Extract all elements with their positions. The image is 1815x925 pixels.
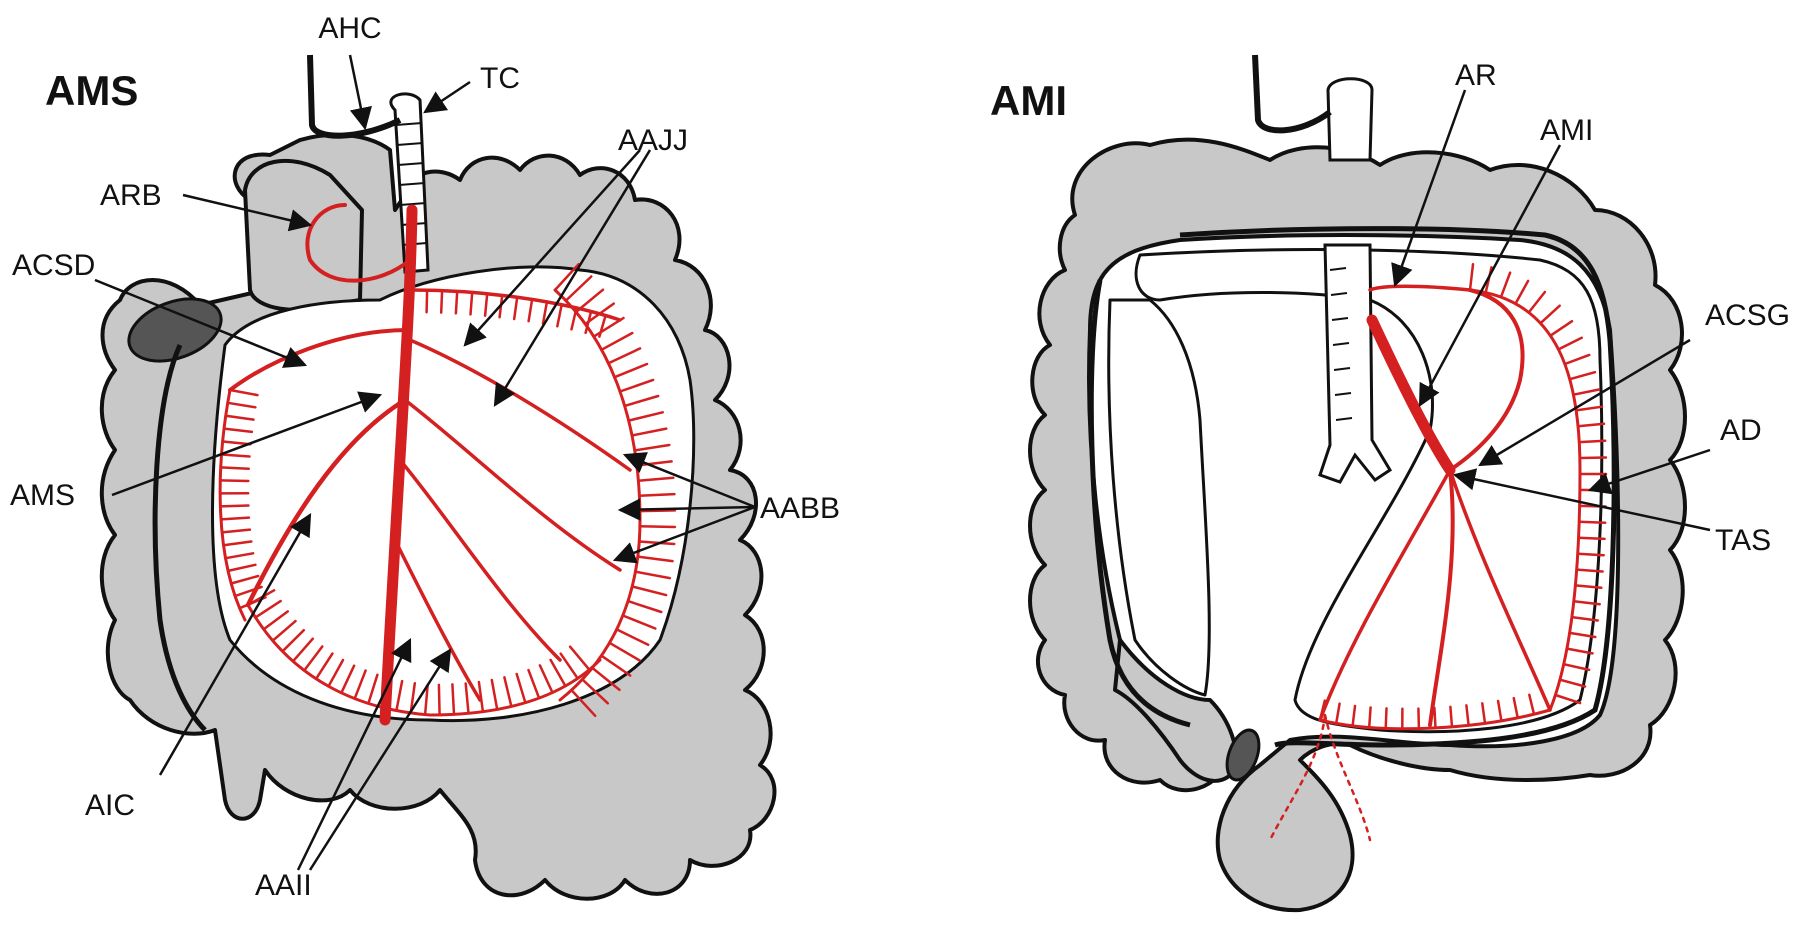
vasa-recta: [1578, 554, 1604, 556]
vasa-recta: [640, 526, 675, 527]
label-aabb: AABB: [760, 492, 840, 525]
label-aajj: AAJJ: [618, 124, 688, 157]
label-acsd: ACSD: [12, 249, 95, 282]
label-tc: TC: [480, 62, 520, 95]
vasa-recta: [471, 292, 473, 314]
vasa-recta: [639, 494, 674, 496]
label-aic: AIC: [85, 789, 135, 822]
vasa-recta: [1418, 709, 1419, 729]
label-acsg: ACSG: [1705, 299, 1790, 332]
vasa-recta: [221, 467, 249, 468]
ams-panel: AMS AHC TC ARB ACSD AAJJ AMS AABB AIC AA…: [10, 12, 840, 902]
ami-title: AMI: [990, 77, 1067, 124]
label-aaii: AAII: [255, 869, 312, 902]
ams-title: AMS: [45, 67, 138, 114]
pointer-tc: [425, 82, 470, 112]
vasa-recta: [456, 291, 457, 313]
vasa-recta: [439, 685, 440, 715]
label-ams: AMS: [10, 479, 75, 512]
right-mesentery: [1109, 300, 1210, 695]
vasa-recta: [1434, 708, 1435, 728]
ami-aorta-top: [1328, 79, 1372, 160]
pointer-ahc: [350, 55, 365, 128]
vasa-recta: [1579, 441, 1605, 442]
vasa-recta: [452, 684, 454, 714]
vasa-recta: [1579, 522, 1605, 523]
label-tas: TAS: [1715, 524, 1771, 557]
vasa-recta: [220, 506, 248, 507]
common-hepatic-artery-stump: [310, 55, 400, 136]
ami-panel: AMI AR AMI ACSG AD TAS: [990, 55, 1790, 910]
label-ad: AD: [1720, 414, 1762, 447]
vasa-recta: [1579, 538, 1605, 539]
label-ar: AR: [1455, 59, 1497, 92]
vasa-recta: [427, 290, 428, 312]
vasa-recta: [220, 480, 248, 481]
vasa-recta: [1450, 707, 1452, 727]
vasa-recta: [1580, 458, 1606, 459]
label-arb: ARB: [100, 179, 162, 212]
label-ahc: AHC: [318, 12, 381, 45]
ami-hepatic-stump: [1255, 55, 1330, 130]
vasa-recta: [441, 291, 442, 313]
label-ami: AMI: [1540, 114, 1593, 147]
vasa-recta: [1386, 708, 1387, 728]
vasa-recta: [1369, 708, 1370, 728]
